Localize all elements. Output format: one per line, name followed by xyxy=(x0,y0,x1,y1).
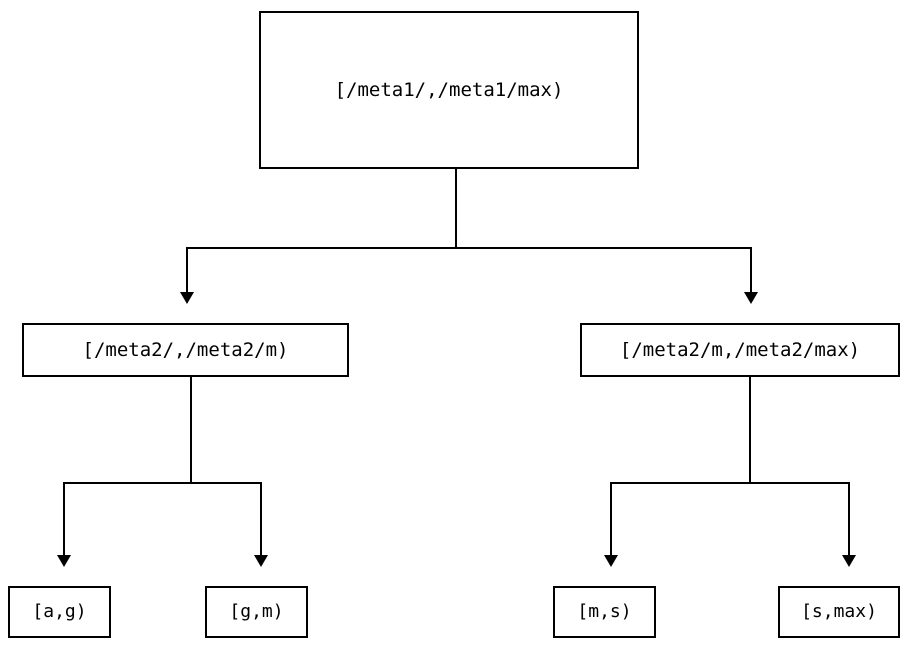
node-leaf-s-max-label: [s,max) xyxy=(801,601,877,622)
edge-root-bus xyxy=(186,247,752,249)
edge-root-to-right-drop xyxy=(750,247,752,293)
node-meta2-high-label: [/meta2/m,/meta2/max) xyxy=(619,338,861,361)
edge-left-to-ag-drop xyxy=(63,482,65,556)
node-root[interactable]: [/meta1/,/meta1/max) xyxy=(259,11,639,169)
arrowhead-down-icon-to-a-g xyxy=(57,555,71,567)
node-root-label: [/meta1/,/meta1/max) xyxy=(334,78,564,101)
node-meta2-low[interactable]: [/meta2/,/meta2/m) xyxy=(22,323,349,377)
arrowhead-down-icon-to-meta2-high xyxy=(744,292,758,304)
node-leaf-g-m-label: [g,m) xyxy=(229,601,284,622)
arrowhead-down-icon-to-g-m xyxy=(254,555,268,567)
edge-left-to-gm-drop xyxy=(260,482,262,556)
arrowhead-down-icon-to-s-max xyxy=(842,555,856,567)
edge-right-to-smax-drop xyxy=(848,482,850,556)
edge-root-stem xyxy=(455,168,457,249)
edge-right-bus xyxy=(610,482,850,484)
edge-root-to-left-drop xyxy=(186,247,188,293)
node-leaf-a-g-label: [a,g) xyxy=(32,601,87,622)
edge-left-stem xyxy=(190,377,192,484)
node-leaf-a-g[interactable]: [a,g) xyxy=(8,586,111,638)
node-leaf-m-s-label: [m,s) xyxy=(577,601,632,622)
edge-right-to-ms-drop xyxy=(610,482,612,556)
node-leaf-m-s[interactable]: [m,s) xyxy=(553,586,656,638)
node-leaf-g-m[interactable]: [g,m) xyxy=(205,586,308,638)
arrowhead-down-icon-to-m-s xyxy=(604,555,618,567)
node-meta2-high[interactable]: [/meta2/m,/meta2/max) xyxy=(580,323,900,377)
node-meta2-low-label: [/meta2/,/meta2/m) xyxy=(82,338,289,361)
edge-left-bus xyxy=(63,482,262,484)
arrowhead-down-icon-to-meta2-low xyxy=(180,292,194,304)
node-leaf-s-max[interactable]: [s,max) xyxy=(778,586,900,638)
edge-right-stem xyxy=(749,377,751,484)
